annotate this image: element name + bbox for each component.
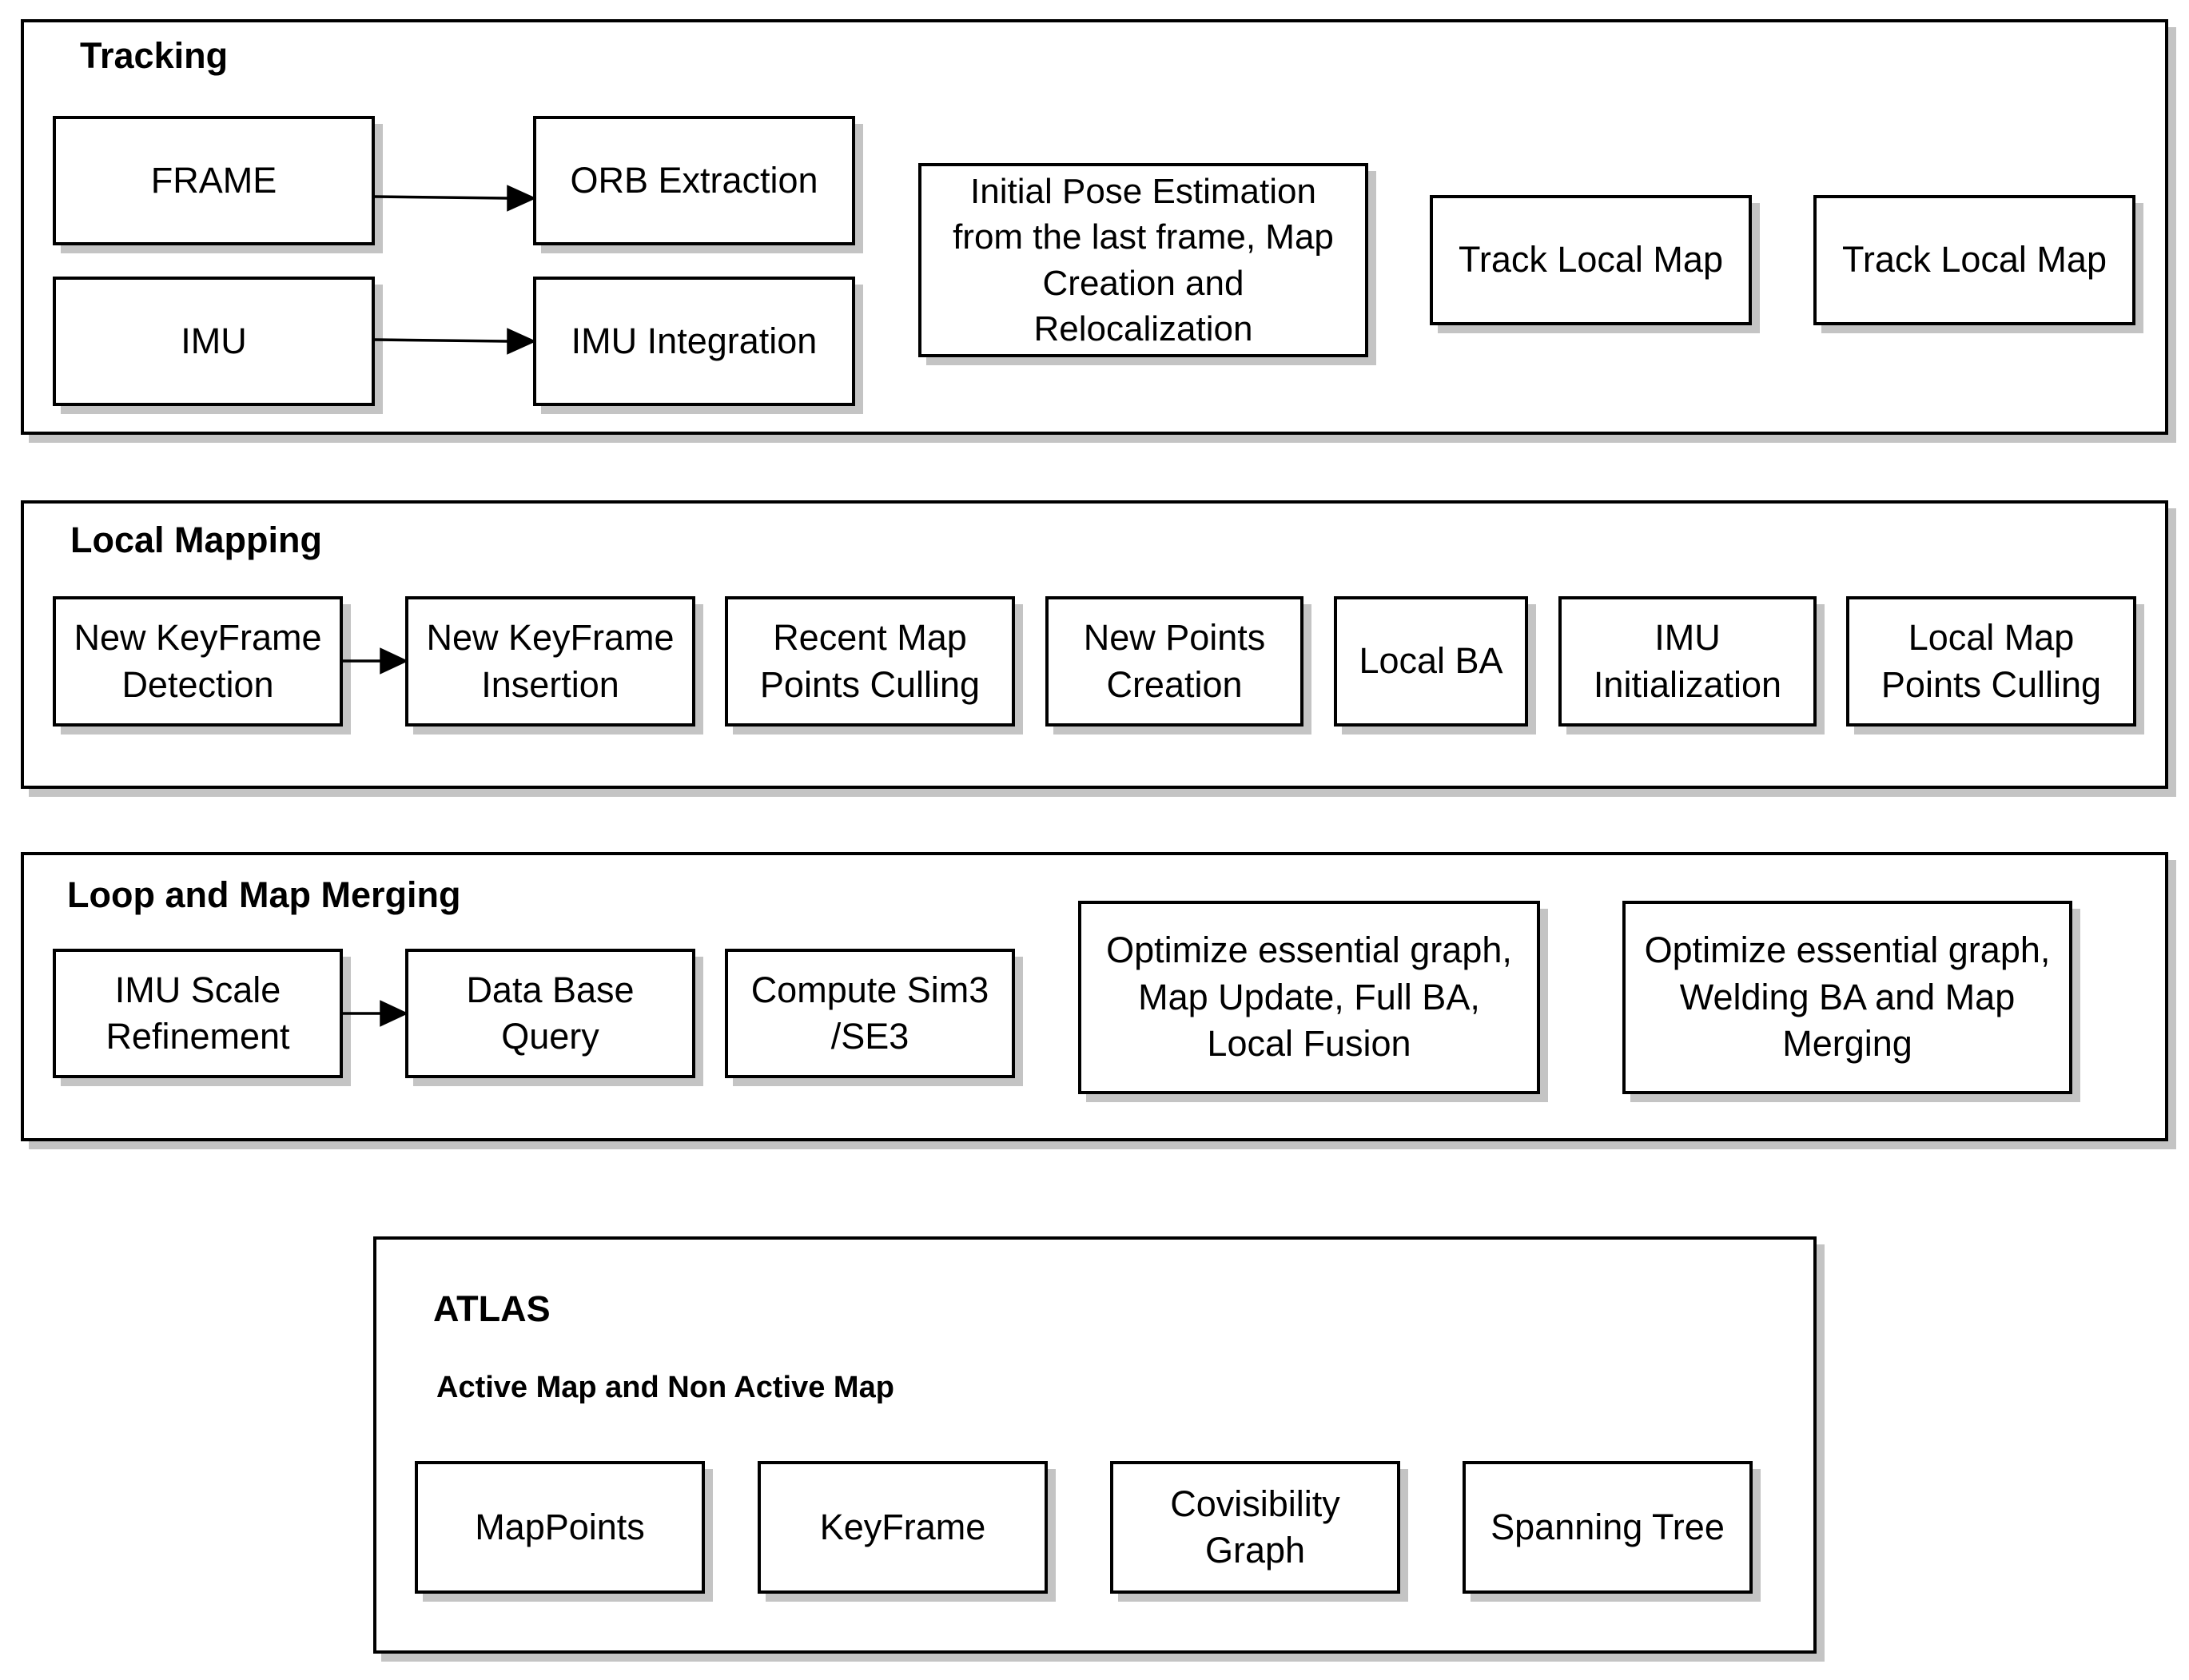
arrow-imu-to-integration xyxy=(374,338,509,343)
imu-initialization-box: IMU Initialization xyxy=(1558,596,1817,727)
local-map-points-culling-box: Local Map Points Culling xyxy=(1846,596,2136,727)
loop-map-merging-title: Loop and Map Merging xyxy=(67,874,461,915)
mappoints-box: MapPoints xyxy=(415,1461,705,1594)
initial-pose-estimation-box: Initial Pose Estimation from the last fr… xyxy=(918,163,1368,357)
optimize-essential-graph-box-1: Optimize essential graph, Map Update, Fu… xyxy=(1078,901,1540,1094)
track-local-map-box-2: Track Local Map xyxy=(1813,195,2135,325)
imu-scale-refinement-box: IMU Scale Refinement xyxy=(53,949,343,1078)
arrow-frame-to-orb xyxy=(374,195,509,200)
atlas-title: ATLAS xyxy=(433,1288,551,1329)
imu-integration-box: IMU Integration xyxy=(533,277,855,406)
keyframe-box: KeyFrame xyxy=(758,1461,1048,1594)
database-query-box: Data Base Query xyxy=(405,949,695,1078)
new-keyframe-detection-box: New KeyFrame Detection xyxy=(53,596,343,727)
atlas-subtitle: Active Map and Non Active Map xyxy=(436,1371,894,1404)
compute-sim3-box: Compute Sim3 /SE3 xyxy=(725,949,1015,1078)
new-points-creation-box: New Points Creation xyxy=(1045,596,1303,727)
tracking-title: Tracking xyxy=(80,35,229,76)
track-local-map-box-1: Track Local Map xyxy=(1430,195,1752,325)
frame-box: FRAME xyxy=(53,116,375,245)
covisibility-graph-box: Covisibility Graph xyxy=(1110,1461,1400,1594)
optimize-essential-graph-box-2: Optimize essential graph, Welding BA and… xyxy=(1622,901,2072,1094)
orb-extraction-box: ORB Extraction xyxy=(533,116,855,245)
local-mapping-title: Local Mapping xyxy=(70,520,322,560)
recent-map-points-culling-box: Recent Map Points Culling xyxy=(725,596,1015,727)
spanning-tree-box: Spanning Tree xyxy=(1463,1461,1753,1594)
imu-box: IMU xyxy=(53,277,375,406)
local-ba-box: Local BA xyxy=(1334,596,1528,727)
